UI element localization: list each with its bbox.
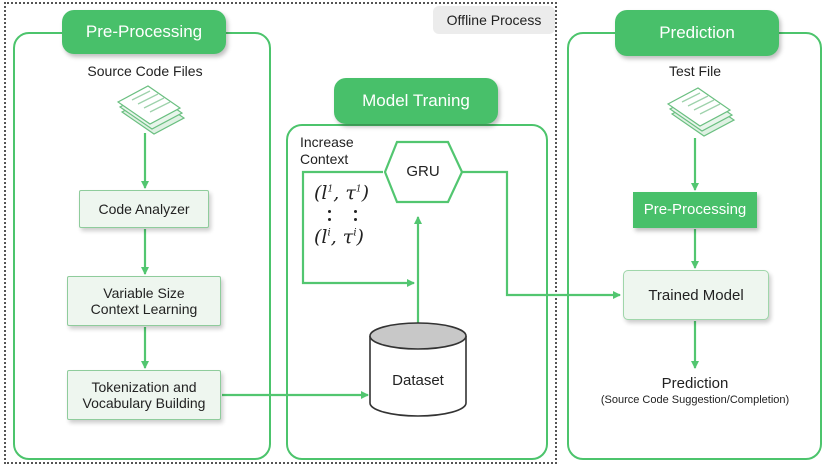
code-analyzer-box: Code Analyzer [79, 190, 209, 228]
tuple-i-tau: τ [342, 226, 354, 248]
tokenization-line1: Tokenization and [91, 379, 197, 395]
tuple-first-tau: τ [345, 182, 356, 204]
prediction-output-sub: (Source Code Suggestion/Completion) [600, 394, 790, 406]
source-files-label: Source Code Files [87, 63, 203, 79]
tuple-first-l-sup: 1 [327, 184, 334, 195]
variable-context-box: Variable Size Context Learning [67, 276, 221, 326]
training-header: Model Traning [334, 78, 498, 124]
tuple-i-l-sup: i [327, 227, 331, 239]
prediction-preprocessing-box: Pre-Processing [633, 192, 757, 228]
dot [328, 210, 331, 213]
increase-context-label: Increase Context [300, 134, 372, 168]
preprocessing-header: Pre-Processing [62, 10, 226, 54]
tuple-first-tau-sup: 1 [355, 184, 362, 195]
offline-process-frame [4, 2, 557, 464]
increase-context-line1: Increase [300, 134, 354, 150]
source-files-icon [116, 85, 186, 135]
gru-hexagon [383, 140, 464, 204]
dot [328, 218, 331, 221]
variable-context-line1: Variable Size [103, 285, 185, 301]
tokenization-box: Tokenization and Vocabulary Building [67, 370, 221, 420]
tuple-first-l: l [321, 182, 328, 204]
dataset-cylinder [369, 322, 467, 417]
trained-model-box: Trained Model [623, 270, 769, 320]
prediction-output-title: Prediction [661, 375, 729, 392]
tokenization-line2: Vocabulary Building [82, 395, 206, 411]
test-file-icon [666, 87, 736, 137]
offline-process-label: Offline Process [433, 6, 555, 34]
arrow-context-loop [301, 170, 415, 287]
dot [354, 218, 357, 221]
prediction-header: Prediction [615, 10, 779, 56]
context-tuple-first: (l1, τ1) [314, 182, 369, 204]
gru-label: GRU [406, 163, 440, 180]
tuple-ellipsis-dots [322, 208, 382, 230]
arrow-gru-to-trained-model [462, 170, 621, 299]
context-tuple-i: (li, τi) [314, 226, 364, 248]
dot [354, 210, 357, 213]
dataset-label: Dataset [392, 372, 444, 389]
test-file-label: Test File [668, 63, 722, 79]
variable-context-line2: Context Learning [90, 301, 198, 317]
tuple-i-tau-sup: i [353, 227, 357, 239]
increase-context-line2: Context [300, 151, 349, 167]
tuple-i-l: l [321, 226, 328, 248]
